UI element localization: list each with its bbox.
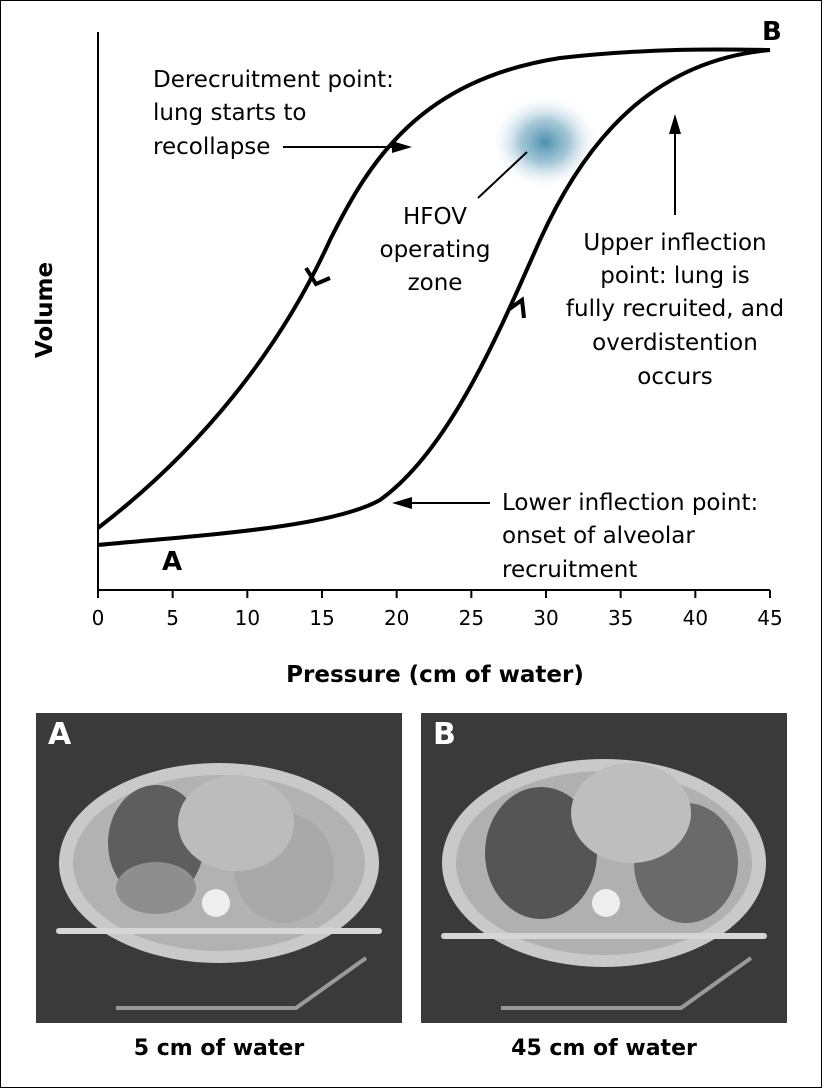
derecruitment-annotation: Derecruitment point: lung starts to reco…: [153, 67, 394, 160]
point-a-label: A: [162, 547, 182, 577]
upper-line-5: occurs: [637, 364, 712, 390]
x-tick-label: 40: [683, 606, 708, 630]
upper-line-2: point: lung is: [600, 263, 750, 289]
hfov-annotation: HFOV operating zone: [380, 204, 491, 296]
x-axis-title: Pressure (cm of water): [286, 662, 584, 688]
lower-line-2: onset of alveolar: [502, 523, 695, 549]
hfov-pointer: [477, 151, 528, 199]
upper-line-4: overdistention: [592, 330, 758, 356]
derecruitment-line-2: lung starts to: [153, 100, 306, 126]
x-tick-label: 10: [235, 606, 260, 630]
upper-line-1: Upper inflection: [583, 230, 766, 256]
lower-line-1: Lower inflection point:: [502, 490, 758, 516]
x-tick-label: 45: [757, 606, 782, 630]
y-axis-title: Volume: [32, 262, 58, 358]
x-tick-label: 30: [533, 606, 558, 630]
x-tick-label: 15: [309, 606, 334, 630]
derecruitment-arrowhead: [392, 141, 412, 153]
deflation-curve: [96, 47, 771, 530]
ct-panel-a-caption: 5 cm of water: [133, 1036, 305, 1061]
x-tick-label: 20: [384, 606, 409, 630]
ct-panel-b: B: [421, 713, 787, 1023]
inflation-curve: [97, 48, 771, 547]
inflation-direction-arrow: [506, 296, 526, 319]
x-axis-ticks: 0 5 10 15 20 25 30 35 40 45: [92, 590, 783, 630]
ct-panel-b-letter: B: [433, 717, 456, 752]
pressure-volume-chart: 0 5 10 15 20 25 30 35 40 45 A B Derecruitment poi…: [32, 17, 784, 688]
x-tick-label: 35: [608, 606, 633, 630]
ct-panel-a: A: [36, 713, 402, 1023]
ct-scan-b-image: [421, 713, 787, 1023]
hfov-line-2: operating: [380, 237, 491, 263]
lower-inflection-arrowhead: [392, 497, 412, 509]
point-b-label: B: [762, 17, 782, 47]
hfov-zone: [490, 94, 600, 190]
lower-inflection-annotation: Lower inflection point: onset of alveola…: [502, 490, 758, 583]
ct-panel-b-caption: 45 cm of water: [511, 1036, 697, 1061]
upper-inflection-arrowhead: [669, 114, 681, 134]
x-tick-label: 5: [166, 606, 179, 630]
hfov-line-3: zone: [408, 270, 463, 296]
x-tick-label: 25: [459, 606, 484, 630]
derecruitment-line-1: Derecruitment point:: [153, 67, 394, 93]
ct-scan-a-image: [36, 713, 402, 1023]
derecruitment-line-3: recollapse: [153, 134, 270, 160]
upper-line-3: fully recruited, and: [566, 296, 784, 322]
lower-line-3: recruitment: [502, 557, 637, 583]
deflation-direction-arrow: [304, 266, 331, 287]
upper-inflection-annotation: Upper inflection point: lung is fully re…: [566, 230, 784, 390]
ct-panel-a-letter: A: [48, 717, 72, 752]
x-tick-label: 0: [92, 606, 105, 630]
hfov-line-1: HFOV: [403, 204, 467, 230]
